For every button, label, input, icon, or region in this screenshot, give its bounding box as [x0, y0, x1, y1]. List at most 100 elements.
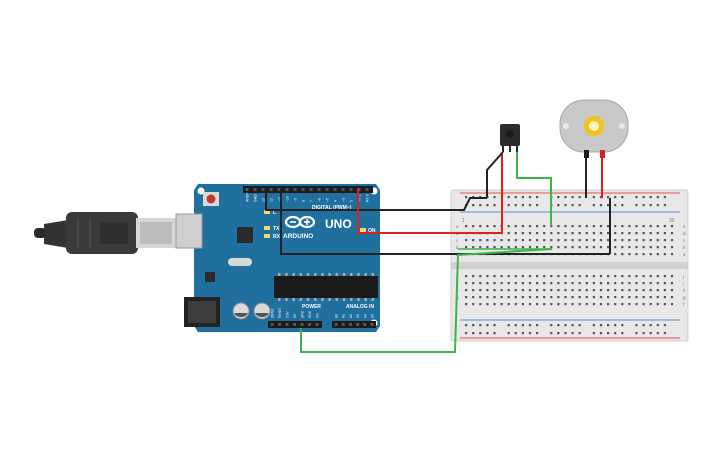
terminal-hole[interactable]: [479, 246, 482, 249]
terminal-hole[interactable]: [536, 232, 539, 235]
digital-pin-hole[interactable]: [325, 188, 329, 191]
terminal-hole[interactable]: [528, 296, 532, 299]
terminal-hole[interactable]: [635, 289, 638, 292]
terminal-hole[interactable]: [500, 296, 503, 299]
rail-hole[interactable]: [465, 324, 468, 327]
rail-hole[interactable]: [649, 332, 652, 335]
rail-hole[interactable]: [486, 324, 489, 327]
rail-hole[interactable]: [599, 332, 603, 335]
terminal-hole[interactable]: [528, 282, 532, 285]
terminal-hole[interactable]: [528, 275, 532, 278]
terminal-hole[interactable]: [514, 239, 517, 242]
rail-hole[interactable]: [614, 196, 617, 199]
terminal-hole[interactable]: [528, 232, 532, 235]
rail-hole[interactable]: [571, 332, 574, 335]
analog-pin-hole[interactable]: [334, 323, 338, 326]
terminal-hole[interactable]: [649, 239, 652, 242]
rail-hole[interactable]: [479, 324, 482, 327]
terminal-hole[interactable]: [507, 282, 510, 285]
terminal-hole[interactable]: [486, 275, 489, 278]
rail-hole[interactable]: [571, 324, 574, 327]
terminal-hole[interactable]: [607, 296, 610, 299]
terminal-hole[interactable]: [557, 296, 560, 299]
terminal-hole[interactable]: [514, 275, 517, 278]
analog-pin-hole[interactable]: [363, 323, 367, 326]
rail-hole[interactable]: [621, 324, 624, 327]
digital-pin-hole[interactable]: [269, 188, 273, 191]
terminal-hole[interactable]: [465, 239, 468, 242]
rail-hole[interactable]: [514, 332, 517, 335]
terminal-hole[interactable]: [607, 303, 610, 306]
terminal-hole[interactable]: [479, 282, 482, 285]
rail-hole[interactable]: [479, 204, 482, 207]
rail-hole[interactable]: [614, 204, 617, 207]
terminal-hole[interactable]: [536, 239, 539, 242]
reset-button[interactable]: [203, 192, 219, 206]
terminal-hole[interactable]: [663, 246, 666, 249]
terminal-hole[interactable]: [649, 303, 652, 306]
terminal-hole[interactable]: [550, 275, 553, 278]
rail-hole[interactable]: [642, 196, 645, 199]
terminal-hole[interactable]: [557, 275, 560, 278]
rail-hole[interactable]: [571, 196, 574, 199]
analog-pin-hole[interactable]: [348, 323, 352, 326]
terminal-hole[interactable]: [564, 303, 567, 306]
terminal-hole[interactable]: [557, 303, 560, 306]
rail-hole[interactable]: [528, 324, 532, 327]
rail-hole[interactable]: [599, 204, 603, 207]
digital-pin-hole[interactable]: [317, 188, 321, 191]
terminal-hole[interactable]: [599, 303, 603, 306]
terminal-hole[interactable]: [621, 296, 624, 299]
rail-hole[interactable]: [607, 324, 610, 327]
terminal-hole[interactable]: [550, 246, 553, 249]
terminal-hole[interactable]: [486, 289, 489, 292]
rail-hole[interactable]: [614, 324, 617, 327]
rail-hole[interactable]: [607, 196, 610, 199]
terminal-hole[interactable]: [578, 289, 581, 292]
digital-pin-hole[interactable]: [333, 188, 337, 191]
terminal-hole[interactable]: [500, 246, 503, 249]
terminal-hole[interactable]: [578, 296, 581, 299]
rail-hole[interactable]: [557, 196, 560, 199]
terminal-hole[interactable]: [514, 246, 517, 249]
wire-button-green[interactable]: [516, 152, 552, 226]
terminal-hole[interactable]: [472, 289, 475, 292]
rail-hole[interactable]: [663, 324, 666, 327]
terminal-hole[interactable]: [550, 282, 553, 285]
rail-hole[interactable]: [592, 324, 595, 327]
power-pin-hole[interactable]: [315, 323, 319, 326]
rail-hole[interactable]: [649, 204, 652, 207]
terminal-hole[interactable]: [670, 253, 674, 256]
terminal-hole[interactable]: [649, 296, 652, 299]
terminal-hole[interactable]: [656, 253, 659, 256]
terminal-hole[interactable]: [543, 296, 546, 299]
terminal-hole[interactable]: [614, 232, 617, 235]
power-pin-hole[interactable]: [285, 323, 289, 326]
terminal-hole[interactable]: [614, 225, 617, 228]
terminal-hole[interactable]: [571, 232, 574, 235]
rail-hole[interactable]: [621, 332, 624, 335]
rail-hole[interactable]: [514, 204, 517, 207]
analog-pin-hole[interactable]: [341, 323, 345, 326]
terminal-hole[interactable]: [486, 225, 489, 228]
terminal-hole[interactable]: [670, 225, 674, 228]
terminal-hole[interactable]: [543, 275, 546, 278]
terminal-hole[interactable]: [635, 303, 638, 306]
terminal-hole[interactable]: [528, 303, 532, 306]
terminal-hole[interactable]: [635, 232, 638, 235]
terminal-hole[interactable]: [670, 289, 674, 292]
terminal-hole[interactable]: [585, 296, 588, 299]
terminal-hole[interactable]: [592, 303, 595, 306]
terminal-hole[interactable]: [465, 296, 468, 299]
terminal-hole[interactable]: [614, 275, 617, 278]
rail-hole[interactable]: [479, 332, 482, 335]
terminal-hole[interactable]: [479, 303, 482, 306]
terminal-hole[interactable]: [621, 225, 624, 228]
terminal-hole[interactable]: [635, 246, 638, 249]
terminal-hole[interactable]: [500, 289, 503, 292]
terminal-hole[interactable]: [564, 296, 567, 299]
terminal-hole[interactable]: [592, 225, 595, 228]
rail-hole[interactable]: [507, 324, 510, 327]
terminal-hole[interactable]: [663, 303, 666, 306]
